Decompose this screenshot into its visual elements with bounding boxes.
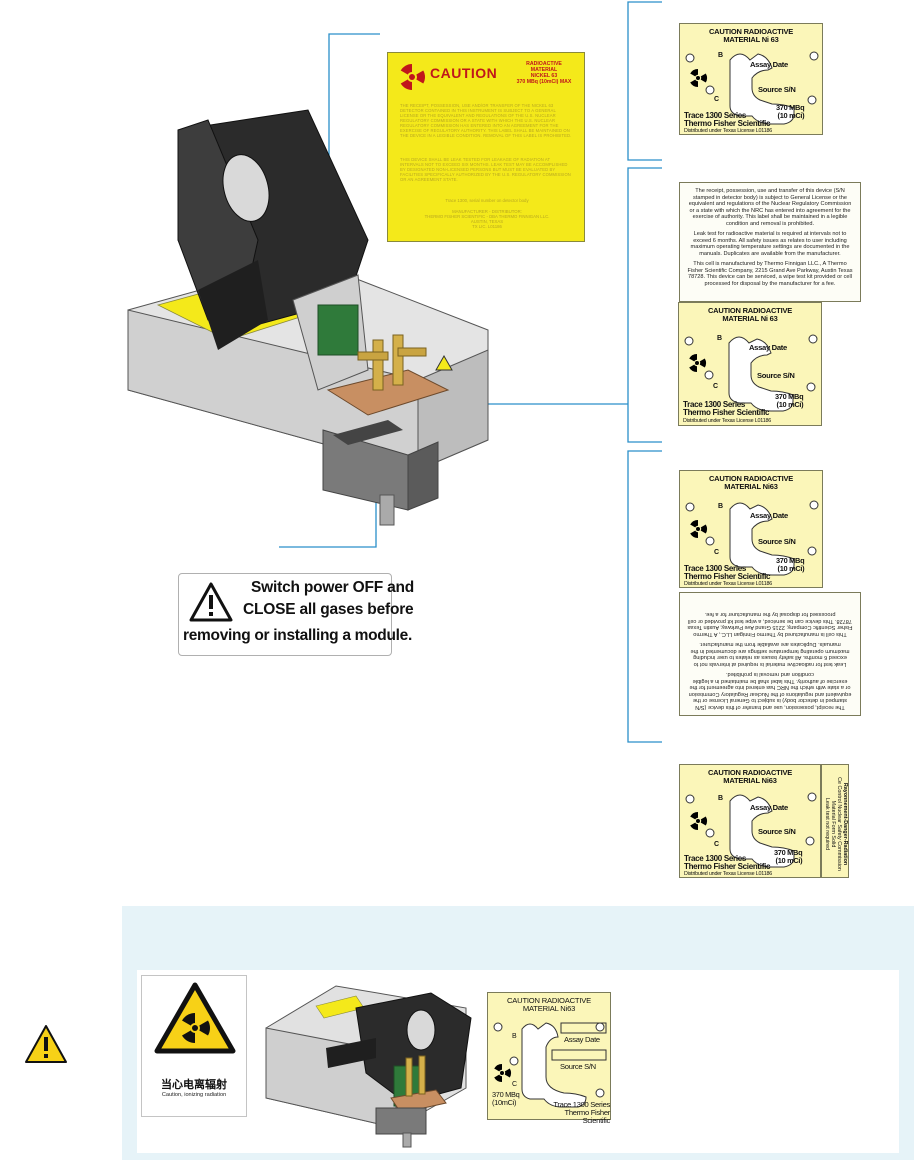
license-line: Distributed under Texas License L01186 (683, 418, 772, 424)
info-panel: The receipt, possession, use and transfe… (679, 182, 861, 302)
detector-module-illustration (127, 109, 489, 526)
assay-date-label: Assay Date (564, 1035, 600, 1044)
license-line: Distributed under Texas License L01186 (684, 871, 773, 877)
marker-b: B (512, 1033, 517, 1040)
source-sn-label: Source S/N (560, 1062, 596, 1071)
marker-c: C (714, 549, 720, 556)
marker-b: B (718, 503, 724, 510)
source-sn-label: Source S/N (758, 85, 796, 94)
radiation-trefoil-icon (400, 63, 425, 90)
source-sn-label: Source S/N (758, 827, 796, 836)
license-line: Distributed under Texas License L01186 (684, 581, 773, 587)
tag-cutout-shape (685, 51, 819, 125)
activity-label: 370 MBq(10 mCi) (776, 103, 805, 120)
tag-cutout-shape (685, 792, 817, 868)
tag-cutout-shape (685, 500, 819, 576)
marker-c: C (512, 1081, 518, 1088)
source-sn-label: Source S/N (758, 537, 796, 546)
chinese-caption: 当心电离辐射 (161, 1079, 227, 1091)
english-caption: Caution, ionizing radiation (161, 1092, 227, 1098)
activity-label: 370 MBq(10 mCi) (776, 556, 805, 573)
source-sn-label: Source S/N (757, 371, 795, 380)
marker-c: C (714, 96, 720, 103)
side-strip-text: Rayonnement-Danger-Radiation Ce Control … (824, 777, 848, 871)
caution-triangle-icon (25, 1025, 67, 1063)
marker-c: C (713, 383, 719, 390)
side-strip: Rayonnement-Danger-Radiation Ce Control … (821, 764, 849, 878)
warning-triangle-icon (189, 582, 233, 622)
caution-heading: CAUTION (430, 65, 498, 81)
activity-label: 370 MBq(10 mCi) (774, 848, 803, 865)
warning-line-2: CLOSE all gases before (243, 601, 414, 618)
radiation-trefoil-icon (690, 811, 708, 831)
assay-date-label: Assay Date (749, 343, 787, 352)
leak-test-paragraph: THIS DEVICE SHALL BE LEAK TESTED FOR LEA… (400, 157, 571, 182)
radiation-trefoil-icon (689, 353, 707, 373)
assay-date-label: Assay Date (750, 60, 788, 69)
manufacturer-block: MANUFACTURER - DISTRIBUTOR: THERMO FISHE… (424, 209, 550, 230)
tag-cutout-shape (493, 1022, 607, 1108)
radioactive-caution-label: CAUTION RADIOACTIVE MATERIAL NICKEL 63 3… (387, 52, 585, 242)
marker-b: B (718, 795, 724, 802)
assay-date-label: Assay Date (750, 511, 788, 520)
activity-label: 370 MBq(10mCi) (492, 1090, 520, 1107)
tag-cutout-shape (684, 334, 818, 412)
license-line: Distributed under Texas License L01186 (684, 128, 773, 134)
license-paragraph: THE RECEIPT, POSSESSION, USE AND/OR TRAN… (400, 103, 572, 138)
ionizing-radiation-sign: 当心电离辐射 Caution, ionizing radiation (141, 975, 247, 1117)
info-panel-inverted: The receipt, possession, use and transfe… (679, 592, 861, 716)
warning-line-3: removing or installing a module. (183, 627, 412, 644)
radiation-trefoil-icon (494, 1063, 512, 1083)
detector-module-illustration-small (265, 985, 472, 1148)
power-off-warning-label: Switch power OFF and CLOSE all gases bef… (178, 573, 414, 656)
marker-b: B (718, 52, 724, 59)
assay-date-label: Assay Date (750, 803, 788, 812)
material-lines: RADIOACTIVE MATERIAL NICKEL 63 370 MBq (… (516, 61, 572, 85)
radiation-trefoil-icon (690, 68, 708, 88)
radiation-trefoil-icon (690, 519, 708, 539)
marker-b: B (717, 335, 723, 342)
warning-line-1: Switch power OFF and (251, 579, 415, 596)
marker-c: C (714, 841, 720, 848)
activity-label: 370 MBq(10 mCi) (775, 392, 804, 409)
radiation-warning-triangle-icon (154, 982, 236, 1054)
serial-note: Trace 1300, serial number on detector bo… (445, 198, 529, 203)
